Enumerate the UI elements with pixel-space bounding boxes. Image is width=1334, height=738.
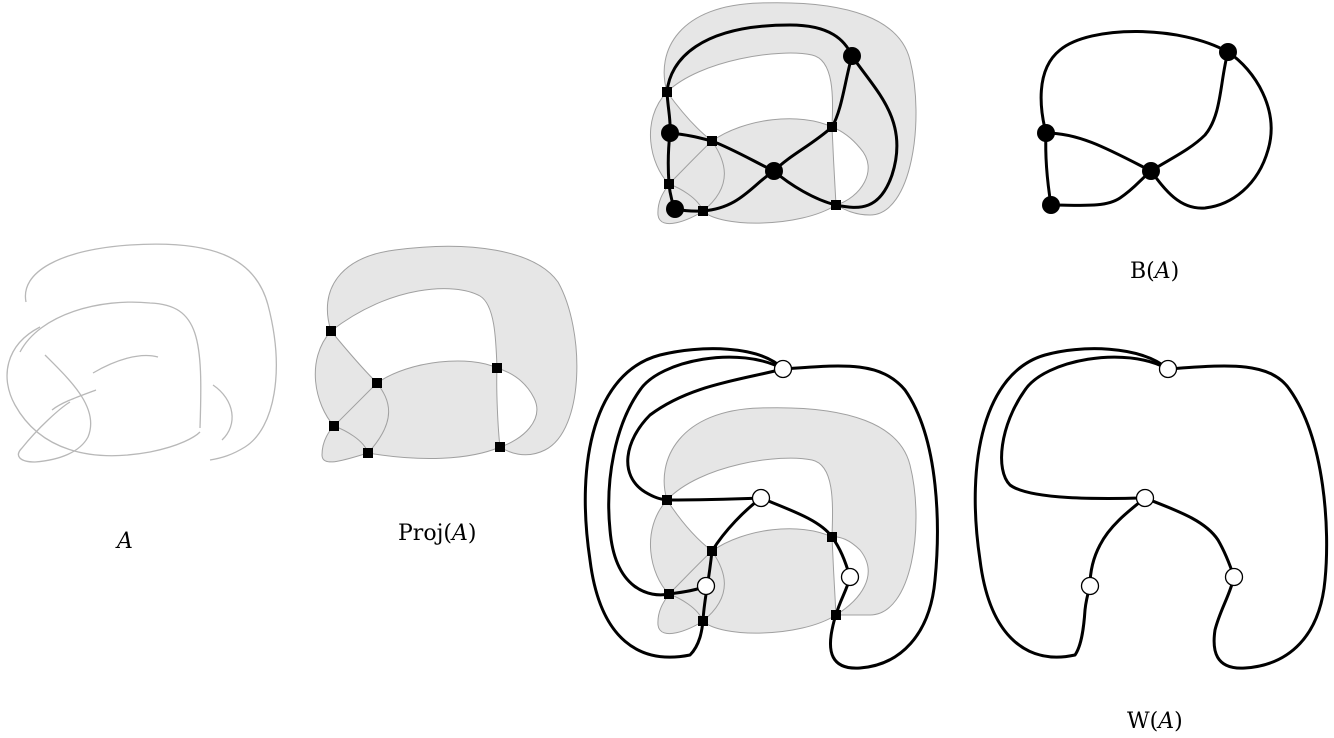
proj-crossing-1 — [326, 326, 336, 336]
proj-crossing-2 — [372, 378, 382, 388]
woverlay-edge-outermost — [583, 347, 785, 659]
label-B: B(A) — [1130, 259, 1179, 284]
knot-diagram-A — [6, 243, 277, 463]
overlay-vertex-4 — [666, 200, 684, 218]
projection-diagram — [314, 245, 578, 463]
overlay-vertex-1 — [843, 47, 861, 65]
woverlay-crossing-6 — [831, 610, 841, 620]
knot-strand-bottom-left — [51, 389, 97, 411]
w-vertex-3 — [1080, 576, 1100, 596]
woverlay-crossing-4 — [664, 589, 674, 599]
overlay-crossing-1 — [662, 87, 672, 97]
knot-strand-outer — [24, 243, 277, 461]
knot-strand-right — [212, 384, 233, 441]
w-vertex-1 — [1158, 359, 1178, 379]
overlay-edge-left — [665, 90, 677, 211]
w-edge-outermost — [973, 347, 1170, 659]
w-edge-inner-left — [1088, 496, 1147, 588]
woverlay-crossing-2 — [707, 546, 717, 556]
knot-strand-inner-top — [19, 301, 202, 429]
black-graph-overlay — [649, 2, 917, 225]
b-edge-inner — [1149, 50, 1230, 173]
label-A: A — [115, 529, 133, 554]
proj-crossing-6 — [495, 442, 505, 452]
b-edge-outer — [1039, 30, 1273, 210]
woverlay-vertex-1 — [773, 359, 793, 379]
proj-region-lower — [314, 330, 501, 463]
knot-strand-mid — [92, 354, 159, 374]
w-vertex-4 — [1224, 567, 1244, 587]
knot-strand-cross — [17, 354, 92, 463]
overlay-crossing-6 — [831, 200, 841, 210]
b-edge-mid — [1044, 131, 1153, 173]
woverlay-region-lower — [649, 499, 837, 635]
w-edge-second — [1000, 355, 1170, 500]
b-edge-bottom — [1049, 169, 1153, 207]
proj-crossing-4 — [329, 421, 339, 431]
w-vertex-2 — [1135, 488, 1155, 508]
woverlay-edge-right-outer — [781, 364, 939, 670]
woverlay-edge-third — [626, 367, 785, 502]
woverlay-crossing-3 — [827, 532, 837, 542]
b-edge-left — [1044, 131, 1053, 207]
b-vertex-2 — [1037, 124, 1055, 142]
woverlay-crossing-1 — [662, 495, 672, 505]
overlay-crossing-5 — [698, 206, 708, 216]
proj-crossing-3 — [492, 363, 502, 373]
black-graph-B — [1037, 30, 1273, 214]
w-edge-right-outer — [1166, 364, 1329, 670]
woverlay-edge-right-inner — [759, 496, 852, 617]
b-vertex-4 — [1042, 196, 1060, 214]
proj-crossing-5 — [363, 448, 373, 458]
white-graph-W — [973, 347, 1329, 670]
overlay-crossing-3 — [827, 122, 837, 132]
woverlay-vertex-2 — [751, 488, 771, 508]
overlay-vertex-3 — [765, 162, 783, 180]
knot-strand-left — [6, 326, 201, 457]
woverlay-crossing-5 — [698, 616, 708, 626]
overlay-vertex-2 — [661, 124, 679, 142]
white-graph-overlay — [583, 347, 939, 670]
woverlay-vertex-4 — [840, 567, 860, 587]
overlay-crossing-4 — [664, 179, 674, 189]
proj-region-large — [326, 245, 578, 456]
woverlay-region-large — [663, 407, 917, 616]
overlay-edge-mid — [668, 131, 838, 207]
overlay-crossing-2 — [707, 136, 717, 146]
b-vertex-1 — [1219, 43, 1237, 61]
woverlay-vertex-3 — [696, 576, 716, 596]
label-proj: Proj(A) — [398, 521, 476, 546]
b-vertex-3 — [1142, 162, 1160, 180]
w-edge-inner-right — [1143, 496, 1236, 579]
label-W: W(A) — [1127, 709, 1183, 734]
